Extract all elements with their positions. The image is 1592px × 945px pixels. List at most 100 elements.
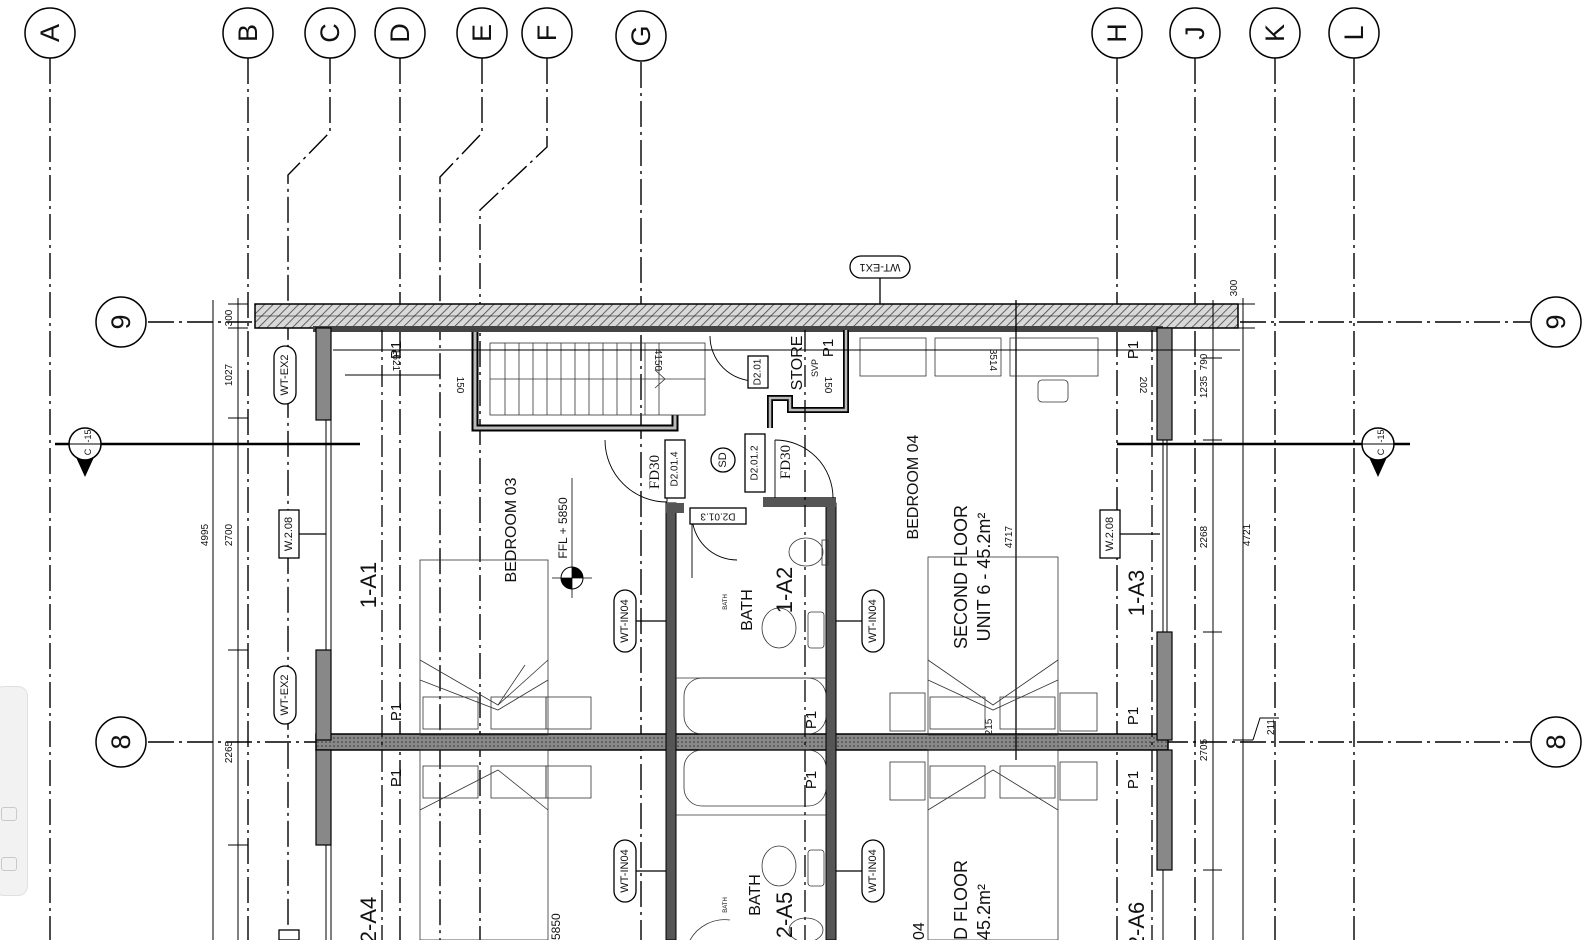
zone-2-a5: 2-A5 bbox=[772, 892, 797, 938]
p1-tag-9: P1 bbox=[1125, 771, 1142, 789]
dim-mid-4717: 4717 bbox=[1004, 525, 1015, 548]
panel-icon-secondary bbox=[1, 857, 17, 871]
room-bedroom-03: BEDROOM 03 bbox=[503, 477, 520, 582]
tag-wt-in04-d: WT-IN04 bbox=[867, 849, 879, 892]
grid-bubble-e bbox=[456, 7, 508, 59]
room-bath-lower: BATH bbox=[747, 874, 764, 915]
grid-bubble-l bbox=[1328, 7, 1380, 59]
zone-1-a1: 1-A1 bbox=[356, 562, 381, 608]
zone-1-a3: 1-A3 bbox=[1124, 570, 1149, 616]
tag-wt-in04-a: WT-IN04 bbox=[619, 599, 631, 642]
grid-bubble-d bbox=[374, 7, 426, 59]
zone-1-a2: 1-A2 bbox=[772, 567, 797, 613]
tag-wt-ex2-b: WT-EX2 bbox=[279, 675, 291, 716]
tag-wt-ex1: WT-EX1 bbox=[860, 261, 901, 273]
ffl-label: FFL + 5850 bbox=[556, 497, 570, 559]
furniture bbox=[419, 337, 1099, 943]
tag-wt-in04-b: WT-IN04 bbox=[867, 599, 879, 642]
tag-wt-in04-c: WT-IN04 bbox=[619, 849, 631, 892]
dim-top-1621: 1621 bbox=[390, 349, 401, 372]
grid-label-b: B bbox=[233, 24, 263, 42]
grid-bubble-9-right bbox=[1530, 296, 1582, 348]
fire-door-fd30-a: FD30 bbox=[647, 455, 663, 489]
dim-right-1235: 1235 bbox=[1199, 375, 1210, 398]
second-floor-label: SECOND FLOOR bbox=[951, 505, 971, 649]
p1-tag-4: P1 bbox=[803, 711, 820, 729]
dim-top-150-b: 150 bbox=[822, 377, 833, 394]
tag-wt-ex2-a: WT-EX2 bbox=[279, 355, 291, 396]
grid-label-l: L bbox=[1339, 25, 1369, 40]
grid-bubble-c bbox=[304, 7, 356, 59]
grid-bubbles bbox=[24, 7, 1582, 768]
tag-smoke-detector: SD bbox=[717, 452, 729, 467]
dim-left-2700: 2700 bbox=[224, 523, 235, 546]
grid-label-a: A bbox=[35, 24, 65, 42]
p1-tag-3: P1 bbox=[388, 769, 405, 787]
grid-bubble-b bbox=[222, 7, 274, 59]
grid-label-j: J bbox=[1180, 26, 1210, 40]
walls bbox=[254, 300, 1239, 941]
staircase bbox=[489, 342, 706, 416]
grid-label-8-left: 8 bbox=[106, 734, 136, 749]
door-d2-01-4: D2.01.4 bbox=[670, 451, 681, 486]
dim-right-300: 300 bbox=[1229, 279, 1240, 296]
dim-top-3514: 3514 bbox=[987, 349, 998, 372]
dim-top-150-a: 150 bbox=[454, 377, 465, 394]
floor-label-partial: D FLOOR bbox=[951, 860, 971, 940]
bedroom-label-partial: 04 bbox=[911, 922, 928, 940]
dim-left-1027: 1027 bbox=[224, 363, 235, 386]
room-bath-lower-small: BATH bbox=[723, 897, 729, 913]
grid-bubble-a bbox=[24, 7, 76, 59]
grid-label-c: C bbox=[315, 23, 345, 43]
side-panel-tab[interactable] bbox=[0, 686, 28, 896]
grid-lines bbox=[49, 58, 1530, 940]
dim-right-2705: 2705 bbox=[1199, 738, 1210, 761]
door-d2-01: D2.01 bbox=[753, 358, 764, 385]
grid-bubble-h bbox=[1091, 7, 1143, 59]
zone-2-a4: 2-A4 bbox=[356, 897, 381, 940]
dim-right-211: 211 bbox=[1266, 719, 1277, 735]
grid-label-8-right: 8 bbox=[1541, 734, 1571, 749]
dim-mid-215: 215 bbox=[984, 718, 995, 735]
grid-bubble-8-left bbox=[95, 716, 147, 768]
dim-left-300: 300 bbox=[224, 309, 235, 326]
panel-icon bbox=[1, 807, 17, 821]
p1-tag-6: P1 bbox=[820, 339, 837, 357]
dim-right-4721: 4721 bbox=[1242, 523, 1253, 546]
area-label-partial: 45.2m² bbox=[974, 884, 994, 940]
dim-right-2268: 2268 bbox=[1199, 525, 1210, 548]
grid-bubble-9-left bbox=[95, 296, 147, 348]
room-bath-small: BATH bbox=[723, 594, 729, 610]
ffl-datum: FFL + 5850 5850 bbox=[549, 478, 592, 940]
grid-bubble-g bbox=[615, 10, 667, 62]
dim-left-2265: 2265 bbox=[224, 740, 235, 763]
section-mark-right: -15 C bbox=[1117, 427, 1410, 477]
svg-text:C: C bbox=[1376, 448, 1386, 455]
section-mark-left: -15 C bbox=[55, 427, 360, 477]
dimension-lines bbox=[212, 298, 1279, 940]
dim-right-790: 790 bbox=[1199, 353, 1210, 370]
grid-label-9-left: 9 bbox=[106, 314, 136, 329]
dim-left-4995: 4995 bbox=[200, 523, 211, 546]
section-mark-left-label: -15 bbox=[83, 429, 93, 442]
p1-tag-7: P1 bbox=[1125, 341, 1142, 359]
fire-door-fd30-b: FD30 bbox=[778, 445, 794, 479]
dim-top-4150: 4150 bbox=[652, 349, 663, 372]
p1-tag-1: P1 bbox=[388, 341, 405, 359]
tag-window-208-a: W.2.08 bbox=[283, 517, 295, 551]
grid-bubble-f bbox=[521, 7, 573, 59]
p1-tag-2: P1 bbox=[388, 703, 405, 721]
grid-label-f: F bbox=[532, 25, 562, 42]
section-mark-right-label: -15 bbox=[1376, 429, 1386, 442]
grid-label-g: G bbox=[626, 25, 656, 46]
grid-label-k: K bbox=[1260, 24, 1290, 42]
p1-tag-5: P1 bbox=[803, 771, 820, 789]
dim-top-202: 202 bbox=[1137, 377, 1148, 394]
ffl-label-partial: 5850 bbox=[549, 913, 563, 940]
unit-area-label: UNIT 6 - 45.2m² bbox=[974, 513, 994, 642]
tag-window-208-b: W.2.08 bbox=[1104, 517, 1116, 551]
grid-label-e: E bbox=[467, 24, 497, 42]
room-bedroom-04: BEDROOM 04 bbox=[905, 434, 922, 539]
